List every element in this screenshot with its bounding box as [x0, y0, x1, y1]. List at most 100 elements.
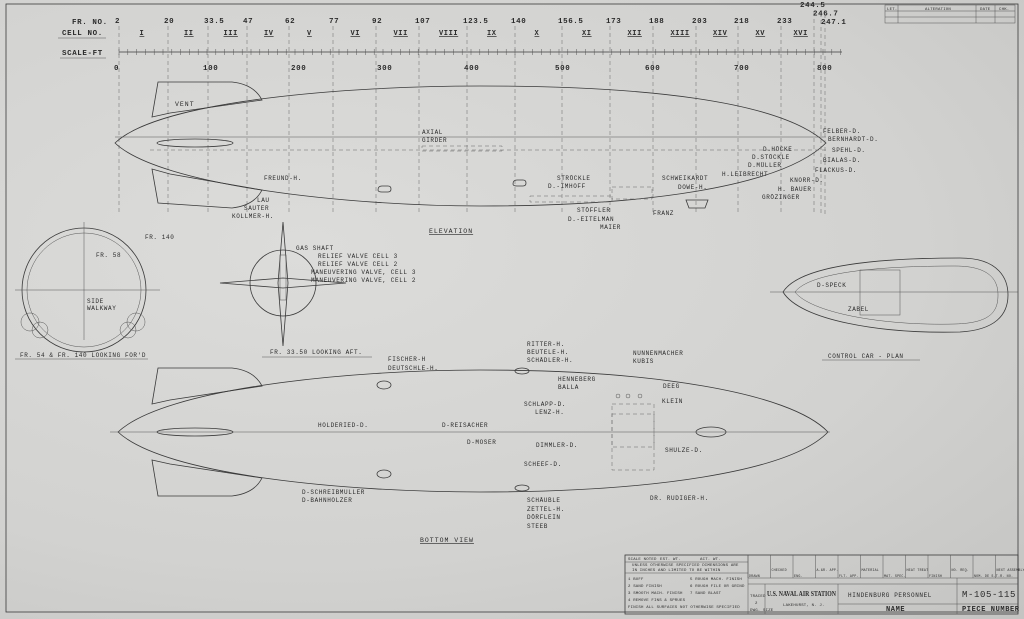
crew-station-label: HENNEBERG — [558, 376, 596, 383]
gas-shaft — [279, 254, 287, 301]
section-fwd-caption: FR. 54 & FR. 140 LOOKING FOR'D — [20, 352, 146, 359]
scale-label: 800 — [817, 65, 832, 73]
crew-station-label: GRÖZINGER — [762, 194, 800, 201]
hull-outline-bottom — [117, 369, 829, 493]
frame-number: 188 — [649, 18, 664, 26]
crew-station-label: KNORR-D. — [790, 177, 824, 184]
title-block-column: FINISH — [929, 574, 942, 578]
crew-station-label: KUBIS — [633, 358, 654, 365]
crew-station-label: SPEHL-D. — [832, 147, 866, 154]
frame-number: 33.5 — [204, 18, 224, 26]
alteration-col-chk: CHK. — [999, 8, 1009, 12]
engine-car — [512, 179, 527, 187]
fr58-label: FR. 58 — [96, 252, 121, 259]
horizontal-fin — [151, 367, 263, 405]
title-block-column: MAT. SPEC. — [884, 574, 906, 578]
control-car-bottom — [695, 426, 727, 438]
crew-station-label: SCHÄUBLE — [527, 497, 561, 504]
cell-number: XV — [756, 30, 766, 38]
finish-item: 3 SMOOTH MACH. FINISH — [628, 592, 683, 596]
frame-number: 233 — [777, 18, 792, 26]
bottom-view-title: BOTTOM VIEW — [420, 537, 474, 544]
crew-station-label: RITTER-H. — [527, 341, 565, 348]
cell-number: XVI — [794, 30, 808, 38]
crew-station-label: FELBER-D. — [823, 128, 861, 135]
organization: U.S. NAVAL AIR STATION — [767, 590, 836, 598]
control-car-plan: D-SPECK ZABEL CONTROL CAR - PLAN — [770, 257, 1018, 361]
frame-number: 246.7 — [813, 11, 839, 19]
crew-station-label: DEUTSCHLE-H. — [388, 365, 438, 372]
scale-ft-label: SCALE-FT — [62, 50, 103, 58]
est-wt-field: EST. WT. — [660, 558, 681, 562]
crew-station-label: D.-EITELMAN — [568, 216, 614, 223]
axial-girder-label: GIRDER — [422, 137, 447, 144]
cell-number: II — [184, 30, 194, 38]
engine-car — [514, 484, 530, 492]
section-fr33-50: GAS SHAFT RELIEF VALVE CELL 3 RELIEF VAL… — [219, 221, 415, 358]
crew-station-label: STEEB — [527, 523, 548, 530]
frame-number: 140 — [511, 18, 526, 26]
crew-station-label: DEEG — [663, 383, 680, 390]
title-block-column: NO. REQ. — [952, 568, 969, 572]
frame-number: 247.1 — [821, 19, 847, 27]
cell-number: IV — [264, 30, 274, 38]
alteration-col-date: DATE — [980, 8, 991, 12]
crew-station-label: STRÖCKLE — [557, 175, 591, 182]
title-block-column: HEAT TREAT — [907, 568, 929, 572]
name-label: NAME — [886, 606, 905, 614]
frame-number: 244.5 — [800, 2, 826, 10]
crew-station-label: D.HÖCKE — [763, 146, 792, 153]
crew-station-label: DR. RUDIGER-H. — [650, 495, 709, 502]
control-car-caption: CONTROL CAR - PLAN — [828, 353, 904, 360]
scale-label: 500 — [555, 65, 570, 73]
crew-station-label: DIMMLER-D. — [536, 442, 578, 449]
alteration-col-let: LET. — [887, 8, 897, 12]
scale-label: 200 — [291, 65, 306, 73]
traced-label: TRACED — [750, 595, 766, 599]
side-walkway-label: SIDE — [87, 298, 104, 305]
scale-label: 100 — [203, 65, 218, 73]
relief-valve-cell2-label: RELIEF VALVE CELL 2 — [318, 261, 398, 268]
frame-number: 47 — [243, 18, 253, 26]
control-car-label: ZABEL — [848, 306, 869, 313]
crew-station-label: BALLA — [558, 384, 579, 391]
crew-station-label: D-REISACHER — [442, 422, 488, 429]
crew-station-label: D-SCHREIBMULLER — [302, 489, 365, 496]
relief-valve-cell3-label: RELIEF VALVE CELL 3 — [318, 253, 398, 260]
cell-number: X — [535, 30, 540, 38]
cell-number: XIV — [713, 30, 728, 38]
crew-station-label: SCHÄDLER-H. — [527, 357, 573, 364]
title-block-column: NEXT ASSEMBLY — [997, 568, 1024, 572]
crew-station-label: ZETTEL-H. — [527, 506, 565, 513]
crew-station-label: D.STÖCKLE — [752, 154, 790, 161]
bottom-view: BOTTOM VIEW FISCHER-HDEUTSCHLE-H.RITTER-… — [110, 341, 830, 544]
frame-number: 107 — [415, 18, 430, 26]
side-walkway-label: WALKWAY — [87, 305, 116, 312]
tolerance-note: IN INCHES AND LIMITED TO BE WITHIN — [632, 569, 721, 573]
cell-number: IX — [487, 30, 497, 38]
cell-number: VI — [351, 30, 361, 38]
crew-station-label: SCHWEIKARDT — [662, 175, 708, 182]
frame-number: 62 — [285, 18, 295, 26]
frame-number: 2 — [115, 18, 120, 26]
cell-number-label: CELL NO. — [62, 30, 103, 38]
rudder-elevation — [156, 138, 234, 148]
tolerance-note: UNLESS OTHERWISE SPECIFIED DIMENSIONS AR… — [632, 564, 739, 568]
piece-number-label: PIECE NUMBER — [962, 606, 1020, 614]
crew-station-label: H. BAUER — [778, 186, 812, 193]
title-block-column: CHECKED — [772, 568, 787, 572]
finish-item: 7 SAND BLAST — [690, 592, 722, 596]
crew-station-label: D.-IMHOFF — [548, 183, 586, 190]
alteration-col-alteration: ALTERATION — [925, 8, 951, 12]
crew-station-label: NUNNENMACHER — [633, 350, 683, 357]
frame-number: 156.5 — [558, 18, 584, 26]
control-car-elevation — [685, 199, 709, 209]
axial-girder-label: AXIAL — [422, 129, 443, 136]
frame-number: 203 — [692, 18, 707, 26]
cell-number: III — [224, 30, 238, 38]
frame-number: 92 — [372, 18, 382, 26]
finish-item: 5 ROUGH MACH. FINISH — [690, 578, 742, 582]
elevation-view: VENT AXIAL GIRDER ELEVATION FREUND-H.LAU… — [114, 81, 878, 235]
